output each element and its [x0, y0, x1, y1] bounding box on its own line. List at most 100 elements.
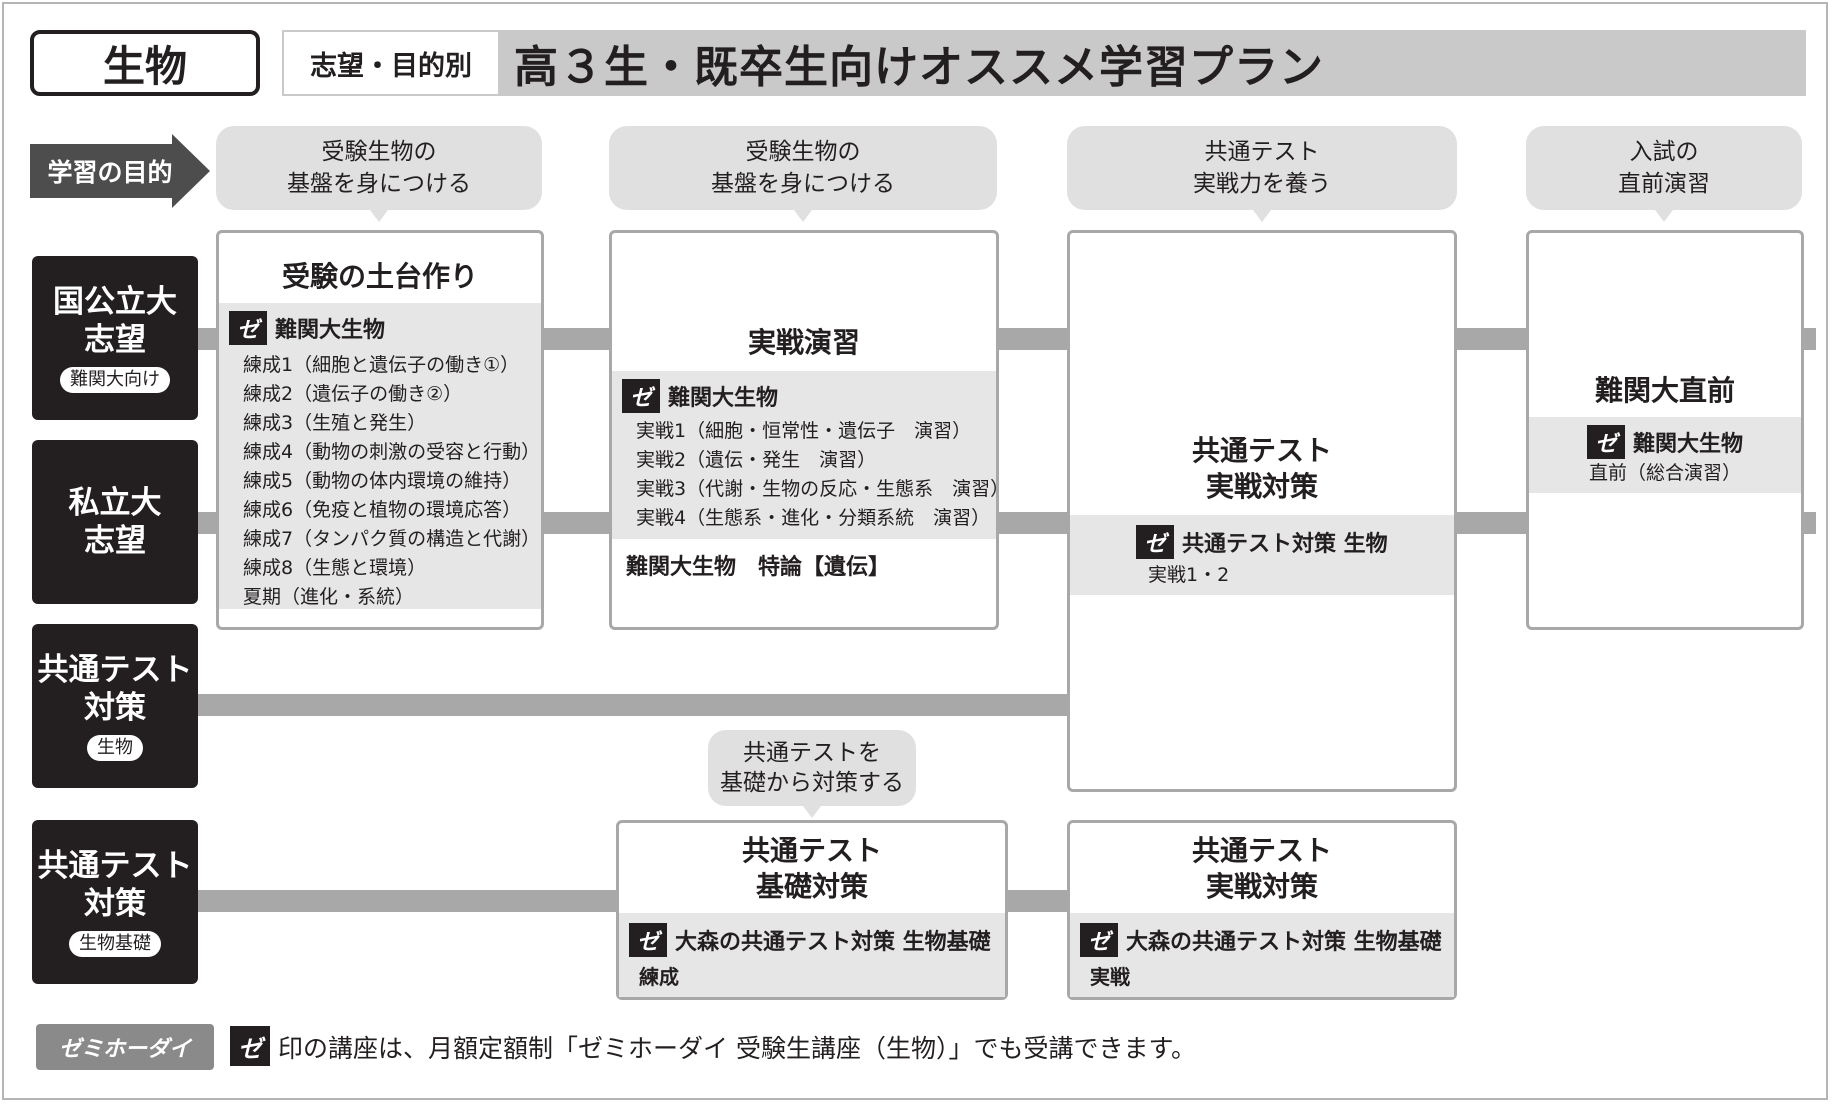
course-name: 難関大生物	[668, 386, 779, 411]
row-label-pill: 生物	[87, 735, 143, 761]
list-item: 練成2（遺伝子の働き②）	[243, 383, 463, 405]
course-line: ゼ 大森の共通テスト対策 生物基礎	[1080, 923, 1448, 957]
title-tag: 志望・目的別	[284, 32, 498, 94]
row-label-line: 共通テスト	[37, 848, 193, 884]
list-item: 練成6（免疫と植物の環境応答）	[243, 499, 522, 521]
zemi-icon: ゼ	[1080, 923, 1118, 957]
box-title: 共通テスト	[741, 834, 882, 867]
list-item: 練成1（細胞と遺伝子の働き①）	[243, 354, 520, 376]
zemi-icon: ゼ	[629, 923, 667, 957]
course-name: 大森の共通テスト対策 生物基礎	[1126, 930, 1442, 955]
bubble-line: 基盤を身につける	[711, 171, 895, 197]
box-title: 実戦演習	[747, 326, 860, 359]
extra-course: 難関大生物 特論【遺伝】	[626, 555, 891, 580]
course-panel: ゼ 難関大生物 練成1（細胞と遺伝子の働き①） 練成2（遺伝子の働き②） 練成3…	[219, 303, 541, 609]
bubble-line: 受験生物の	[745, 139, 861, 165]
bubble-line: 入試の	[1629, 139, 1699, 165]
bubble-tail	[803, 806, 821, 818]
course-line: ゼ 難関大生物	[622, 379, 988, 413]
course-box-practice: 実戦演習 ゼ 難関大生物 実戦1（細胞・恒常性・遺伝子 演習） 実戦2（遺伝・発…	[609, 230, 1010, 630]
title-bar	[282, 30, 1806, 96]
course-sub: 練成	[639, 965, 679, 989]
bubble-line: 実戦力を養う	[1193, 171, 1331, 197]
bubble-line: 受験生物の	[321, 139, 437, 165]
list-item: 練成7（タンパク質の構造と代謝）	[243, 528, 541, 550]
course-sub: 実戦1・2	[1148, 564, 1230, 586]
footer-icon-wrap: ゼ	[230, 1026, 278, 1066]
row-label-line: 志望	[84, 523, 146, 559]
purpose-label: 学習の目的	[47, 158, 173, 187]
course-box-foundation: 受験の土台作り ゼ 難関大生物 練成1（細胞と遺伝子の働き①） 練成2（遺伝子の…	[216, 230, 544, 630]
purpose-bubble-2: 受験生物の 基盤を身につける	[609, 126, 997, 210]
list-item: 夏期（進化・系統）	[243, 586, 415, 608]
box-title: 実戦対策	[1205, 470, 1318, 503]
list-item: 実戦3（代謝・生物の反応・生態系 演習）	[636, 478, 1010, 500]
course-items: 練成1（細胞と遺伝子の働き①） 練成2（遺伝子の働き②） 練成3（生殖と発生） …	[229, 351, 541, 612]
list-item: 実戦1（細胞・恒常性・遺伝子 演習）	[636, 420, 972, 442]
purpose-bubble-1: 受験生物の 基盤を身につける	[216, 126, 542, 210]
course-line: ゼ 共通テスト対策 生物	[1136, 525, 1446, 559]
bubble-tail	[794, 210, 812, 222]
bubble-line: 共通テスト	[1204, 139, 1320, 165]
course-panel: ゼ 難関大生物 実戦1（細胞・恒常性・遺伝子 演習） 実戦2（遺伝・発生 演習）…	[612, 371, 1010, 539]
course-panel: ゼ 大森の共通テスト対策 生物基礎 練成	[619, 913, 1005, 997]
course-panel: ゼ 難関大生物 直前（総合演習）	[1529, 417, 1801, 493]
row-label-line: 私立大	[68, 485, 162, 521]
purpose-arrow-icon	[30, 134, 210, 208]
connector-common-bio	[196, 694, 1076, 716]
course-box-basic-foundation: 共通テスト 基礎対策 ゼ 大森の共通テスト対策 生物基礎 練成	[616, 820, 1008, 1000]
row-label-common-bio: 共通テスト 対策 生物	[32, 624, 198, 788]
bubble-tail	[370, 210, 388, 222]
purpose-bubble-basic: 共通テストを 基礎から対策する	[708, 730, 916, 806]
box-title: 難関大直前	[1594, 374, 1735, 407]
course-items: 実戦1（細胞・恒常性・遺伝子 演習） 実戦2（遺伝・発生 演習） 実戦3（代謝・…	[622, 417, 1010, 533]
list-item: 練成5（動物の体内環境の維持）	[243, 470, 522, 492]
course-box-basic-practice: 共通テスト 実戦対策 ゼ 大森の共通テスト対策 生物基礎 実戦	[1067, 820, 1457, 1000]
box-title: 共通テスト	[1191, 434, 1332, 467]
zemi-icon: ゼ	[622, 379, 660, 413]
row-label-line: 共通テスト	[37, 652, 193, 688]
course-box-final: 難関大直前 ゼ 難関大生物 直前（総合演習）	[1526, 230, 1804, 630]
course-box-common-bio: 共通テスト 実戦対策 ゼ 共通テスト対策 生物 実戦1・2	[1067, 230, 1457, 792]
course-line: ゼ 難関大生物	[1586, 425, 1743, 459]
zemihodai-logo: ゼミホーダイ	[36, 1024, 214, 1070]
list-item: 練成3（生殖と発生）	[243, 412, 427, 434]
row-label-line: 対策	[84, 886, 146, 922]
course-line: ゼ 難関大生物	[229, 311, 533, 345]
list-item: 練成8（生態と環境）	[243, 557, 427, 579]
course-line: ゼ 大森の共通テスト対策 生物基礎	[629, 923, 999, 957]
row-label-pill: 難関大向け	[60, 367, 170, 393]
row-label-pill: 生物基礎	[69, 931, 161, 957]
list-item: 実戦4（生態系・進化・分類系統 演習）	[636, 507, 991, 529]
box-title: 基礎対策	[755, 870, 868, 903]
purpose-bubble-4: 入試の 直前演習	[1526, 126, 1802, 210]
subject-label: 生物	[30, 30, 260, 96]
row-label-line: 志望	[84, 322, 146, 358]
zemi-icon: ゼ	[1586, 425, 1625, 459]
footer-note: 印の講座は、月額定額制「ゼミホーダイ 受験生講座（生物）」でも受講できます。	[278, 1034, 1196, 1063]
row-label-private: 私立大 志望	[32, 440, 198, 604]
box-title: 受験の土台作り	[281, 260, 478, 293]
course-sub: 直前（総合演習）	[1588, 462, 1741, 484]
bubble-line: 基礎から対策する	[720, 770, 904, 796]
course-panel: ゼ 大森の共通テスト対策 生物基礎 実戦	[1070, 913, 1454, 997]
page-title: 高３生・既卒生向けオススメ学習プラン	[514, 42, 1324, 93]
bubble-tail	[1253, 210, 1271, 222]
purpose-bubble-3: 共通テスト 実戦力を養う	[1067, 126, 1457, 210]
zemi-icon: ゼ	[229, 311, 267, 345]
course-name: 難関大生物	[1632, 432, 1743, 457]
zemi-icon: ゼ	[230, 1026, 270, 1066]
course-name: 大森の共通テスト対策 生物基礎	[675, 930, 991, 955]
bubble-tail	[1655, 210, 1673, 222]
row-label-line: 国公立大	[53, 284, 177, 320]
list-item: 練成4（動物の刺激の受容と行動）	[243, 441, 541, 463]
box-title: 実戦対策	[1205, 870, 1318, 903]
list-item: 実戦2（遺伝・発生 演習）	[636, 449, 877, 471]
course-name: 共通テスト対策 生物	[1182, 532, 1388, 557]
box-title: 共通テスト	[1191, 834, 1332, 867]
course-name: 難関大生物	[275, 318, 386, 343]
row-label-common-basic: 共通テスト 対策 生物基礎	[32, 820, 198, 984]
bubble-line: 直前演習	[1618, 171, 1710, 197]
row-label-line: 対策	[84, 690, 146, 726]
